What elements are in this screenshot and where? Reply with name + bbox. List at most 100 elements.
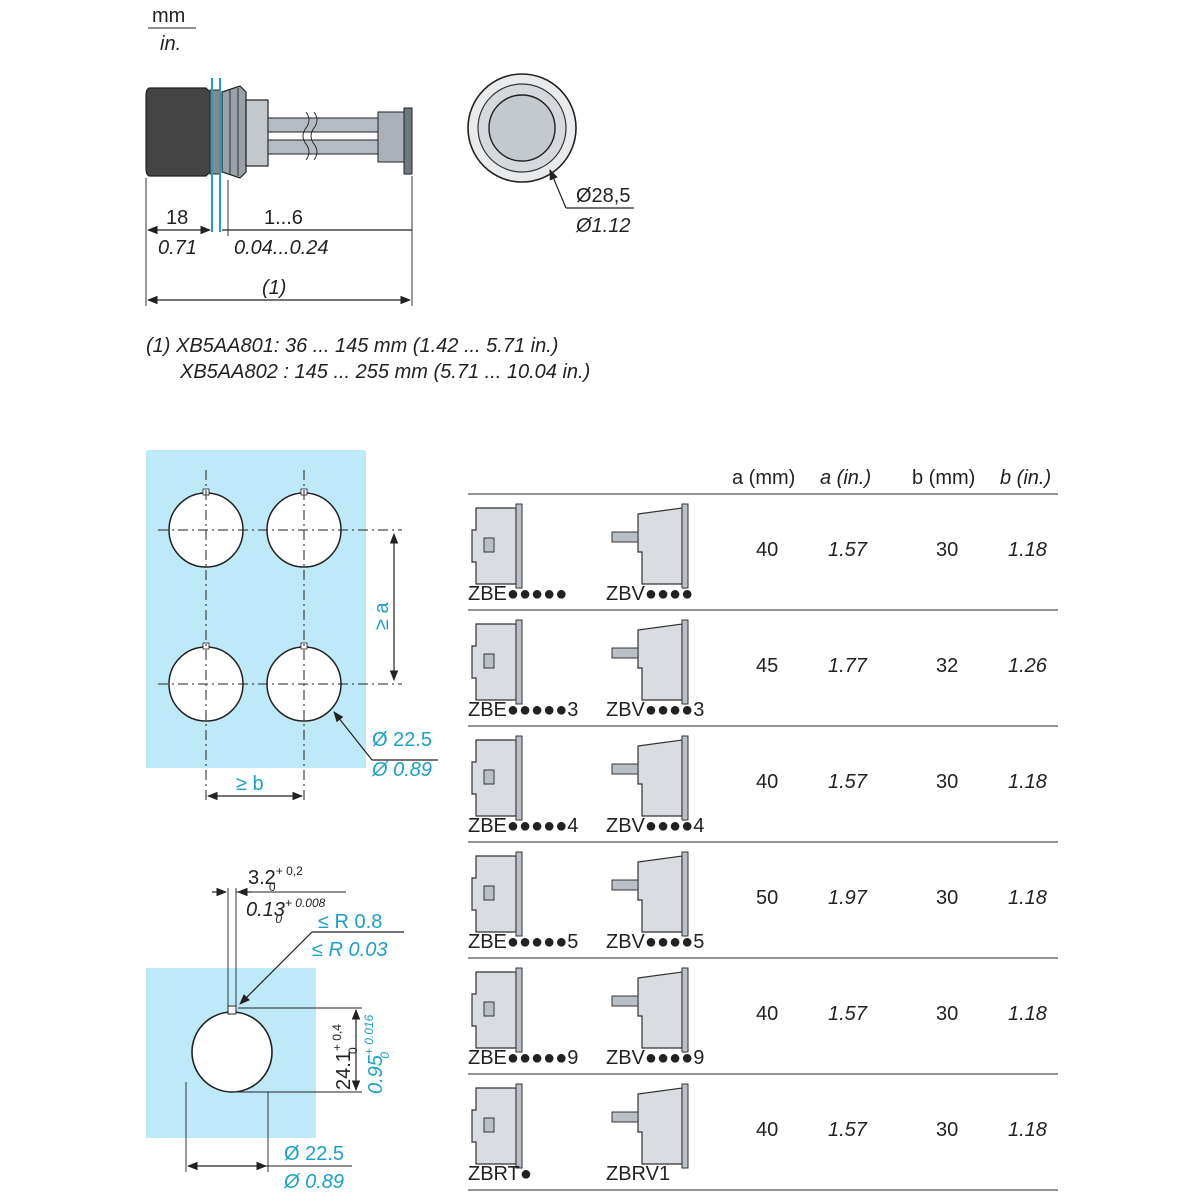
dim-18-in: 0.71 <box>158 237 197 259</box>
extension-rod-bottom <box>267 139 379 155</box>
cell-b-in: 1.18 <box>1008 771 1047 793</box>
detail-dia-in: Ø 0.89 <box>283 1171 344 1193</box>
light-block-icon <box>611 851 689 937</box>
dim-18-mm: 18 <box>166 207 188 229</box>
header-b-mm: b (mm) <box>912 467 975 489</box>
footnote-line-1: (1) XB5AA801: 36 ... 145 mm (1.42 ... 5.… <box>146 335 558 357</box>
contact-block-ref: ZBE●●●●● <box>468 583 567 605</box>
cell-b-mm: 30 <box>936 887 958 909</box>
footnote-line-2: XB5AA802 : 145 ... 255 mm (5.71 ... 10.0… <box>179 361 590 383</box>
detail-key-notch <box>227 1005 237 1015</box>
light-block-ref: ZBV●●●●4 <box>606 815 704 837</box>
side-view: 18 0.71 1...6 0.04...0.24 (1) <box>145 78 413 306</box>
cell-a-in: 1.97 <box>828 887 868 909</box>
cell-b-in: 1.18 <box>1008 539 1047 561</box>
header-a-mm: a (mm) <box>732 467 795 489</box>
unit-in-label: in. <box>160 33 181 55</box>
radius-leader <box>239 931 313 1005</box>
cell-a-in: 1.77 <box>828 655 868 677</box>
cutout-dia-leader <box>333 711 373 761</box>
cell-b-mm: 30 <box>936 1119 958 1141</box>
units-legend: mm in. <box>148 5 196 55</box>
light-block-ref: ZBV●●●● <box>606 583 693 605</box>
cell-b-in: 1.18 <box>1008 887 1047 909</box>
adapter-body <box>245 99 269 167</box>
rear-plate <box>403 107 413 175</box>
dim-a-label: ≥ a <box>371 601 393 630</box>
detail-dia-mm: Ø 22.5 <box>284 1143 344 1165</box>
button-head <box>145 87 213 177</box>
contact-block-ref: ZBE●●●●●5 <box>468 931 578 953</box>
light-block-ref: ZBV●●●●5 <box>606 931 704 953</box>
contact-block-icon <box>471 503 523 589</box>
front-dia-in: Ø1.12 <box>575 215 630 237</box>
contact-block-table: a (mm) a (in.) b (mm) b (in.) ZBE●●●●●ZB… <box>468 467 1058 1191</box>
contact-block-ref: ZBRT● <box>468 1163 532 1185</box>
radius-mm: ≤ R 0.8 <box>318 911 382 933</box>
cell-a-mm: 50 <box>756 887 778 909</box>
dim-range-in: 0.04...0.24 <box>234 237 329 259</box>
front-dia-leader <box>549 169 567 209</box>
panel-area <box>146 450 366 768</box>
dim-range-mm: 1...6 <box>264 207 303 229</box>
front-view: Ø28,5 Ø1.12 <box>467 73 634 237</box>
cell-b-mm: 30 <box>936 539 958 561</box>
cell-a-in: 1.57 <box>828 771 868 793</box>
table-row: ZBE●●●●● ZBV●●●● 40 1.57 30 1.18 <box>468 503 1058 611</box>
light-block-ref: ZBV●●●●9 <box>606 1047 704 1069</box>
cell-b-mm: 32 <box>936 655 958 677</box>
contact-block-icon <box>471 851 523 937</box>
table-row: ZBE●●●●●5 ZBV●●●●5 50 1.97 30 1.18 <box>468 851 1058 959</box>
light-block-icon <box>611 503 689 589</box>
cell-b-in: 1.18 <box>1008 1119 1047 1141</box>
dim-b-label: ≥ b <box>236 773 264 795</box>
panel-cutout: ≥ a ≥ b Ø 22.5 Ø 0.89 <box>146 450 438 802</box>
cell-a-mm: 40 <box>756 771 778 793</box>
light-block-ref: ZBV●●●●3 <box>606 699 704 721</box>
dim-total-label: (1) <box>262 277 286 299</box>
footnote: (1) XB5AA801: 36 ... 145 mm (1.42 ... 5.… <box>146 335 590 383</box>
contact-block-icon <box>471 1083 523 1169</box>
contact-block-ref: ZBE●●●●●3 <box>468 699 578 721</box>
contact-block-ref: ZBE●●●●●4 <box>468 815 578 837</box>
break-mark-2 <box>310 111 318 161</box>
light-block-icon <box>611 967 689 1053</box>
contact-block-icon <box>471 619 523 705</box>
cell-a-mm: 45 <box>756 655 778 677</box>
cutout-dia-in: Ø 0.89 <box>371 759 432 781</box>
contact-block-icon <box>471 967 523 1053</box>
front-pushbutton <box>488 94 556 162</box>
depth-in: 0.95+ 0.0160 <box>362 1014 392 1094</box>
contact-block-icon <box>471 735 523 821</box>
light-block-ref: ZBRV1 <box>606 1163 670 1185</box>
detail-hole <box>191 1011 273 1093</box>
cell-a-mm: 40 <box>756 539 778 561</box>
cell-b-in: 1.18 <box>1008 1003 1047 1025</box>
table-header: a (mm) a (in.) b (mm) b (in.) <box>732 467 1051 489</box>
cell-a-in: 1.57 <box>828 1119 868 1141</box>
cell-b-in: 1.26 <box>1008 655 1048 677</box>
cell-a-in: 1.57 <box>828 1003 868 1025</box>
cell-b-mm: 30 <box>936 771 958 793</box>
unit-mm-label: mm <box>152 5 185 27</box>
cutout-dia-mm: Ø 22.5 <box>372 729 432 751</box>
cell-a-in: 1.57 <box>828 539 868 561</box>
table-row: ZBE●●●●●4 ZBV●●●●4 40 1.57 30 1.18 <box>468 735 1058 843</box>
cell-a-mm: 40 <box>756 1119 778 1141</box>
break-mark-1 <box>302 111 310 161</box>
rear-block <box>377 111 405 163</box>
fixing-nut <box>221 85 247 179</box>
cell-a-mm: 40 <box>756 1003 778 1025</box>
header-b-in: b (in.) <box>1000 467 1051 489</box>
header-a-in: a (in.) <box>820 467 871 489</box>
table-row: ZBE●●●●●3 ZBV●●●●3 45 1.77 32 1.26 <box>468 619 1058 727</box>
table-row: ZBRT● ZBRV1 40 1.57 30 1.18 <box>468 1083 1058 1191</box>
front-dia-mm: Ø28,5 <box>576 185 630 207</box>
light-block-icon <box>611 735 689 821</box>
